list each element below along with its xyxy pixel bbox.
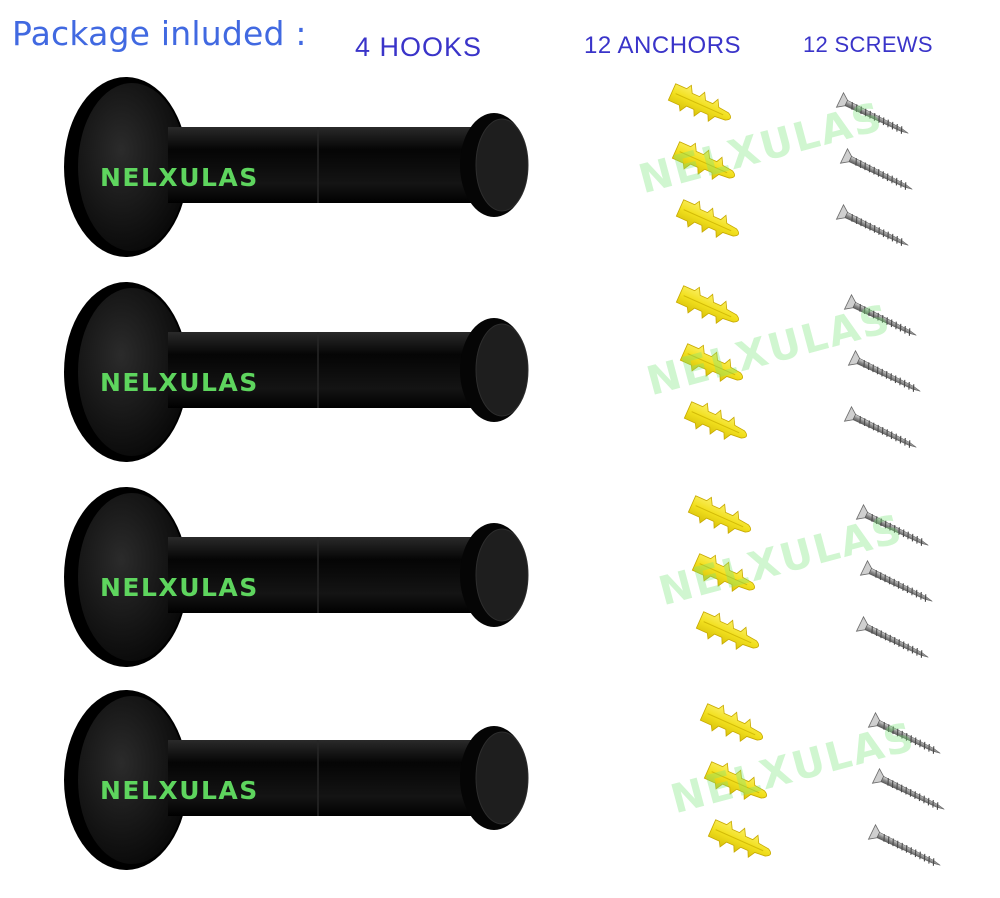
- hook-brand-text: NELXULAS: [100, 573, 259, 602]
- wall-anchor: [695, 611, 760, 651]
- hooks-count-label: 4 HOOKS: [355, 32, 483, 62]
- wall-anchor: [699, 703, 764, 743]
- hook-tube: [168, 537, 490, 613]
- wall-anchor: [671, 141, 736, 181]
- hook-brand-text: NELXULAS: [100, 163, 259, 192]
- wall-hook-3: NELXULAS: [60, 485, 530, 667]
- hook-tube: [168, 332, 490, 408]
- hook-end-cap: [475, 118, 529, 212]
- wood-screw: [843, 405, 917, 448]
- wood-screw: [835, 91, 909, 134]
- hook-drawing: [64, 690, 529, 870]
- hardware-set-2: NELXULAS: [642, 280, 948, 480]
- hook-drawing: [64, 77, 529, 257]
- hook-drawing: [64, 282, 529, 462]
- wood-screw: [867, 823, 941, 866]
- hardware-drawing: [675, 285, 921, 448]
- hook-end-cap: [475, 323, 529, 417]
- hook-base-plate: [78, 288, 186, 456]
- hardware-drawing: [687, 495, 933, 658]
- wood-screw: [855, 503, 929, 546]
- wall-anchor: [707, 819, 772, 859]
- wall-hook-4: NELXULAS: [60, 688, 530, 870]
- hook-tube: [168, 127, 490, 203]
- wood-screw: [847, 349, 921, 392]
- wall-anchor: [675, 285, 740, 325]
- wood-screw: [871, 767, 945, 810]
- hook-brand-text: NELXULAS: [100, 368, 259, 397]
- wall-anchor: [679, 343, 744, 383]
- wall-anchor: [683, 401, 748, 441]
- hardware-set-1: NELXULAS: [634, 78, 940, 278]
- package-heading: Package inluded :: [12, 14, 307, 53]
- wall-anchor: [691, 553, 756, 593]
- wall-anchor: [667, 83, 732, 123]
- screws-count-label: 12 SCREWS: [803, 32, 933, 57]
- hardware-set-4: NELXULAS: [666, 698, 972, 898]
- wall-anchor: [675, 199, 740, 239]
- wood-screw: [835, 203, 909, 246]
- wood-screw: [867, 711, 941, 754]
- wall-anchor: [703, 761, 768, 801]
- wall-hook-1: NELXULAS: [60, 75, 530, 257]
- hook-base-plate: [78, 696, 186, 864]
- hardware-set-3: NELXULAS: [654, 490, 960, 690]
- anchors-count-label: 12 ANCHORS: [584, 32, 742, 59]
- hardware-drawing: [699, 703, 945, 866]
- hook-tube: [168, 740, 490, 816]
- hook-base-plate: [78, 493, 186, 661]
- hardware-drawing: [667, 83, 913, 246]
- wood-screw: [839, 147, 913, 190]
- hook-brand-text: NELXULAS: [100, 776, 259, 805]
- hook-drawing: [64, 487, 529, 667]
- wood-screw: [859, 559, 933, 602]
- wood-screw: [855, 615, 929, 658]
- hook-end-cap: [475, 528, 529, 622]
- wood-screw: [843, 293, 917, 336]
- hook-end-cap: [475, 731, 529, 825]
- wall-anchor: [687, 495, 752, 535]
- wall-hook-2: NELXULAS: [60, 280, 530, 462]
- hook-base-plate: [78, 83, 186, 251]
